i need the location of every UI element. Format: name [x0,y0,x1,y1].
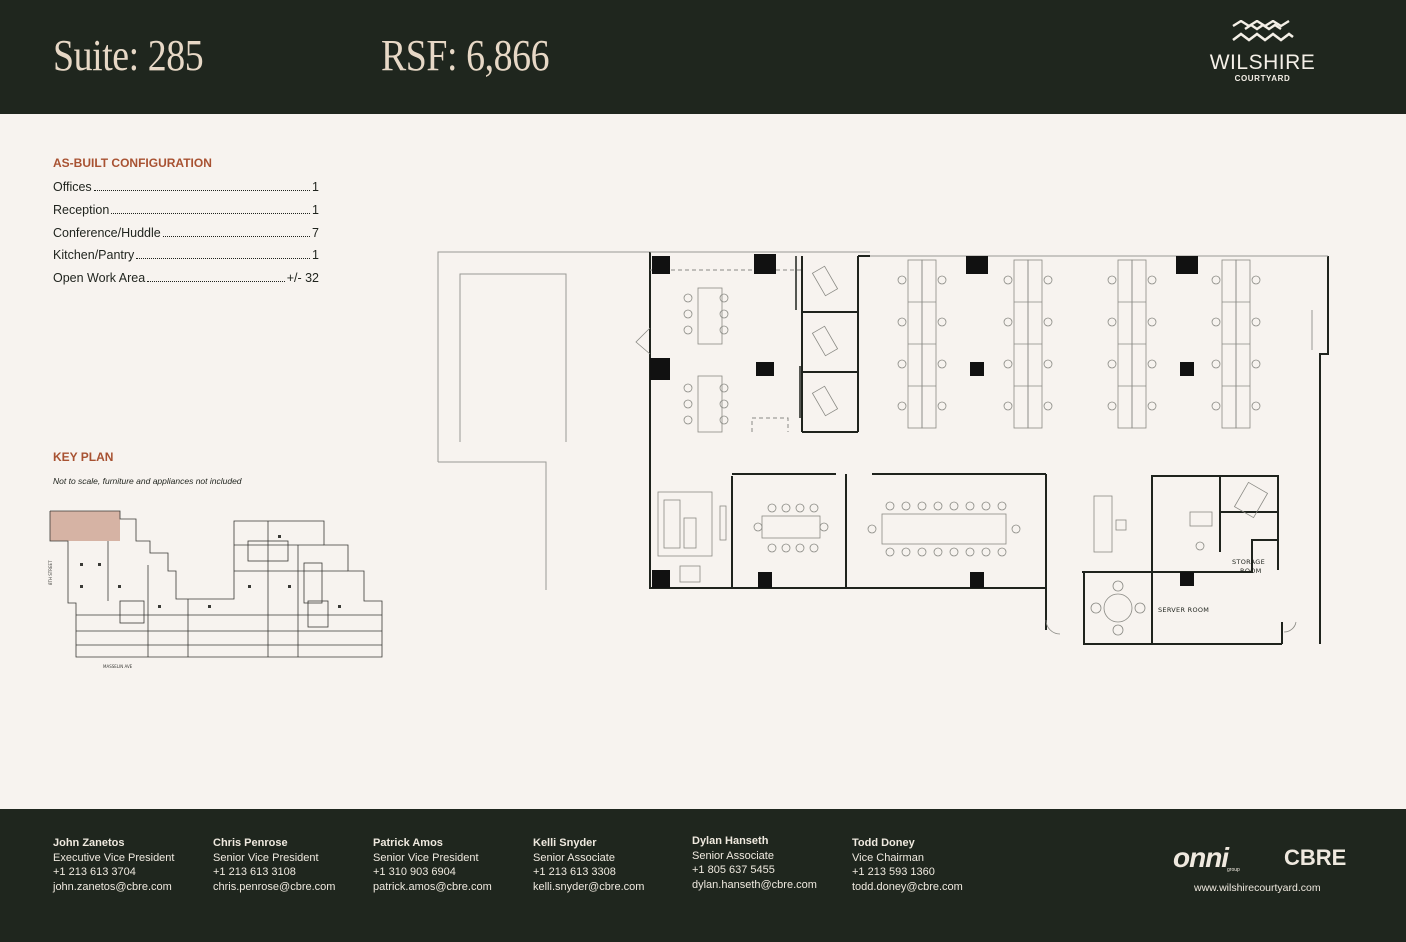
contact-email[interactable]: todd.doney@cbre.com [852,880,963,893]
contact-phone[interactable]: +1 213 613 3308 [533,866,616,879]
contact-card: Dylan Hanseth Senior Associate +1 805 63… [692,834,842,892]
contact-email[interactable]: john.zanetos@cbre.com [53,880,172,893]
website-link[interactable]: www.wilshirecourtyard.com [1194,882,1321,894]
contact-email[interactable]: dylan.hanseth@cbre.com [692,878,817,891]
street-label-left: 8TH STREET [48,560,53,585]
contact-phone[interactable]: +1 310 903 6904 [373,866,456,879]
contact-title: Vice Chairman [852,851,924,864]
contact-title: Senior Vice President [373,851,479,864]
contact-phone[interactable]: +1 213 613 3108 [213,866,296,879]
wilshire-courtyard-logo: WILSHIRE COURTYARD [1205,20,1320,95]
config-list: Offices 1 Reception 1 Conference/Huddle … [53,180,319,294]
config-label: Kitchen/Pantry [53,248,135,263]
highlighted-suite-area [50,511,120,541]
config-row-offices: Offices 1 [53,180,319,203]
config-heading: AS-BUILT CONFIGURATION [53,156,212,170]
config-label: Reception [53,202,110,217]
logo-wordmark: WILSHIRE [1209,51,1316,74]
contact-card: John Zanetos Executive Vice President +1… [53,836,203,894]
waves-logo-icon [1231,20,1294,42]
logo-subtitle: COURTYARD [1234,74,1291,83]
street-label-bottom: MASSELIN AVE [103,664,133,669]
workstation-cluster-2 [1013,259,1043,429]
server-room-label: SERVER ROOM [1158,606,1209,614]
contact-card: Patrick Amos Senior Vice President +1 31… [373,836,523,894]
config-value: 1 [312,248,319,263]
config-label: Conference/Huddle [53,225,161,240]
dot-leader [162,235,311,237]
contact-name: Patrick Amos [373,837,443,849]
header-bar: Suite: 285 RSF: 6,866 WILSHIRE COURTYARD [0,0,1406,114]
contact-name: Chris Penrose [213,837,288,849]
contact-title: Executive Vice President [53,851,175,864]
contact-name: Dylan Hanseth [692,835,769,847]
contact-title: Senior Associate [533,851,615,864]
key-plan-heading: KEY PLAN [53,450,114,464]
config-value: 1 [312,202,319,217]
dot-leader [147,281,285,283]
contact-title: Senior Vice President [213,851,319,864]
contact-name: Kelli Snyder [533,837,597,849]
config-row-reception: Reception 1 [53,203,319,226]
workstation-cluster-1 [907,259,937,429]
cbre-logo: CBRE [1284,845,1347,870]
contact-card: Chris Penrose Senior Vice President +1 2… [213,836,363,894]
contact-phone[interactable]: +1 805 637 5455 [692,864,775,877]
config-row-kitchen: Kitchen/Pantry 1 [53,248,319,271]
onni-logo-subtitle: group [1227,867,1240,873]
config-row-open-work: Open Work Area +/- 32 [53,271,319,294]
config-label: Offices [53,180,92,194]
floor-plan: STORAGE ROOM SERVER ROOM [437,251,1329,645]
contact-name: John Zanetos [53,837,125,849]
contact-email[interactable]: patrick.amos@cbre.com [373,880,492,893]
dot-leader [136,258,311,260]
contact-card: Todd Doney Vice Chairman +1 213 593 1360… [852,836,1002,894]
config-row-conference: Conference/Huddle 7 [53,226,319,249]
contact-email[interactable]: kelli.snyder@cbre.com [533,880,645,893]
contact-name: Todd Doney [852,837,915,849]
contact-email[interactable]: chris.penrose@cbre.com [213,880,336,893]
onni-logo: onni [1173,842,1229,873]
key-plan-note: Not to scale, furniture and appliances n… [53,476,242,486]
footer-bar: John Zanetos Executive Vice President +1… [0,809,1406,942]
contact-phone[interactable]: +1 213 613 3704 [53,866,136,879]
config-value: 1 [312,180,319,194]
dot-leader [93,190,311,191]
config-label: Open Work Area [53,271,146,286]
config-value: +/- 32 [286,271,319,286]
rsf-value: RSF: 6,866 [381,31,550,80]
contact-card: Kelli Snyder Senior Associate +1 213 613… [533,836,683,894]
storage-room-label-line1: STORAGE [1232,558,1265,566]
dot-leader [111,212,311,214]
workstation-cluster-3 [1117,259,1147,429]
key-plan-map: 8TH STREET MASSELIN AVE [48,510,383,669]
workstation-cluster-4 [1221,259,1251,429]
config-value: 7 [312,225,319,240]
suite-number: Suite: 285 [53,31,204,80]
contact-phone[interactable]: +1 213 593 1360 [852,866,935,879]
contact-title: Senior Associate [692,849,774,862]
storage-room-label-line2: ROOM [1240,567,1262,575]
